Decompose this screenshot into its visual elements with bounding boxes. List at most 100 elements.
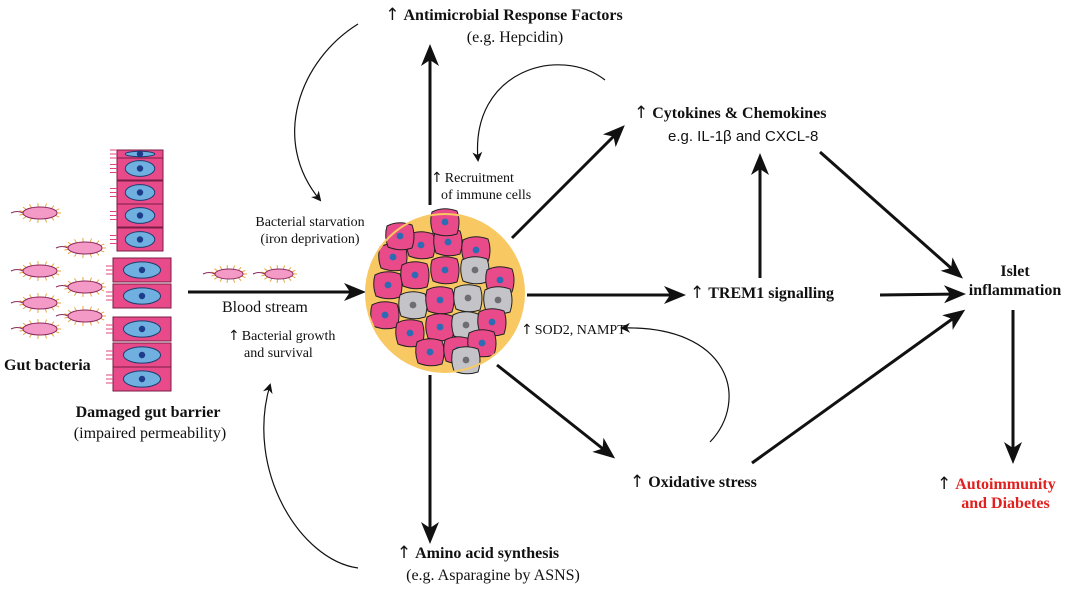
epithelial-cell xyxy=(110,156,164,181)
pilus xyxy=(269,265,273,270)
nucleolus xyxy=(136,212,144,219)
pilus xyxy=(67,280,72,284)
pilus xyxy=(55,272,60,276)
cytokines-title: ↑Cytokines & Chemokines xyxy=(634,103,827,123)
blood-stream-label: Blood stream xyxy=(222,299,308,316)
cluster-outline xyxy=(365,213,525,373)
immune-cell-grey xyxy=(460,256,490,285)
flagellum xyxy=(55,314,69,317)
curved-arrows xyxy=(262,23,730,569)
pilus xyxy=(44,334,47,339)
bacterium-body xyxy=(67,280,103,294)
flagellum xyxy=(10,211,24,214)
nucleolus xyxy=(138,375,146,383)
sod2-label: ↑SOD2, NAMPT xyxy=(521,322,626,338)
islet-label: Islet inflammation xyxy=(968,263,1062,299)
pilus xyxy=(51,295,55,299)
bacterium-body xyxy=(22,206,58,220)
cell-nucleus xyxy=(494,296,502,304)
immune-cell-grey xyxy=(453,284,483,313)
pilus xyxy=(282,265,286,270)
cell-nucleus xyxy=(436,296,444,304)
pilus xyxy=(67,319,72,323)
pilus xyxy=(264,276,268,280)
pilus xyxy=(219,265,223,270)
pilus xyxy=(74,278,77,283)
pilus xyxy=(19,268,24,271)
trem1-label: ↑TREM1 signalling xyxy=(690,283,835,303)
pilus xyxy=(51,321,55,325)
pilus xyxy=(214,268,218,272)
pilus xyxy=(51,263,55,267)
gut-bacteria-group xyxy=(10,203,106,339)
pilus xyxy=(64,316,69,319)
pilus xyxy=(51,217,55,221)
pilus xyxy=(22,322,27,326)
pilus xyxy=(29,204,32,209)
immune-cell-pink xyxy=(415,338,445,367)
pilus xyxy=(100,288,105,292)
bacterium-body xyxy=(22,264,58,278)
pilus xyxy=(29,217,32,222)
pilus xyxy=(55,304,60,308)
cell-nucleus xyxy=(436,323,444,331)
pilus xyxy=(22,274,27,278)
pilus xyxy=(55,214,60,218)
up-arrow-icon: ↑ xyxy=(228,328,240,344)
pilus xyxy=(74,307,77,312)
immune-cell-grey xyxy=(483,286,513,315)
pilus xyxy=(29,275,32,280)
up-arrow-icon: ↑ xyxy=(396,543,412,563)
cytokines-sub: e.g. IL-1β and CXCL-8 xyxy=(668,128,819,145)
main-arrows xyxy=(188,44,1022,544)
nucleolus xyxy=(138,266,146,274)
pilus xyxy=(22,332,27,336)
pilus xyxy=(96,320,100,324)
cell-nucleus xyxy=(411,271,419,279)
cell-nucleus xyxy=(478,339,486,347)
pilus xyxy=(237,277,242,282)
pilus xyxy=(237,266,242,271)
nucleolus xyxy=(136,189,144,196)
pilus xyxy=(100,282,105,286)
epithelial-cell xyxy=(106,366,172,392)
pilus xyxy=(96,308,100,312)
pilus xyxy=(29,294,32,299)
epithelial-cell xyxy=(110,227,164,252)
curve-antimicrobial-to-starvation xyxy=(294,23,359,202)
up-arrow-icon: ↑ xyxy=(937,474,952,494)
pilus xyxy=(287,277,292,282)
bacterium xyxy=(10,261,61,281)
arrow-cytokines-to-islet xyxy=(819,150,963,279)
cell-nucleus xyxy=(406,329,414,337)
autoimmunity-label: ↑ Autoimmunity and Diabetes xyxy=(937,474,1056,513)
bacterium-body xyxy=(214,268,244,280)
oxidative-label: ↑Oxidative stress xyxy=(630,472,757,492)
pilus xyxy=(214,276,218,280)
epithelial-cell xyxy=(110,180,164,205)
nucleolus xyxy=(138,351,146,359)
bacterium xyxy=(55,238,106,258)
pilus xyxy=(29,307,32,312)
epithelial-cell xyxy=(106,257,172,283)
pilus xyxy=(44,293,47,298)
pilus xyxy=(291,269,296,273)
flagellum xyxy=(55,285,69,288)
pilus xyxy=(64,313,69,316)
gut-barrier-title: Damaged gut barrier xyxy=(75,404,221,421)
pilus xyxy=(19,326,24,329)
nucleolus xyxy=(136,165,144,172)
up-arrow-icon: ↑ xyxy=(690,283,705,303)
growth-label: ↑Bacterial growth and survival xyxy=(228,328,336,361)
immune-cell-cluster xyxy=(365,208,525,375)
cell-nucleus xyxy=(396,232,404,240)
cell-nucleus xyxy=(488,318,496,326)
arrow-trem1-to-islet xyxy=(879,285,966,304)
pilus xyxy=(89,321,92,326)
bacterium-body xyxy=(22,296,58,310)
flagellum xyxy=(10,301,24,304)
pilus xyxy=(19,210,24,213)
pilus xyxy=(232,265,236,270)
bacterium xyxy=(252,264,297,284)
